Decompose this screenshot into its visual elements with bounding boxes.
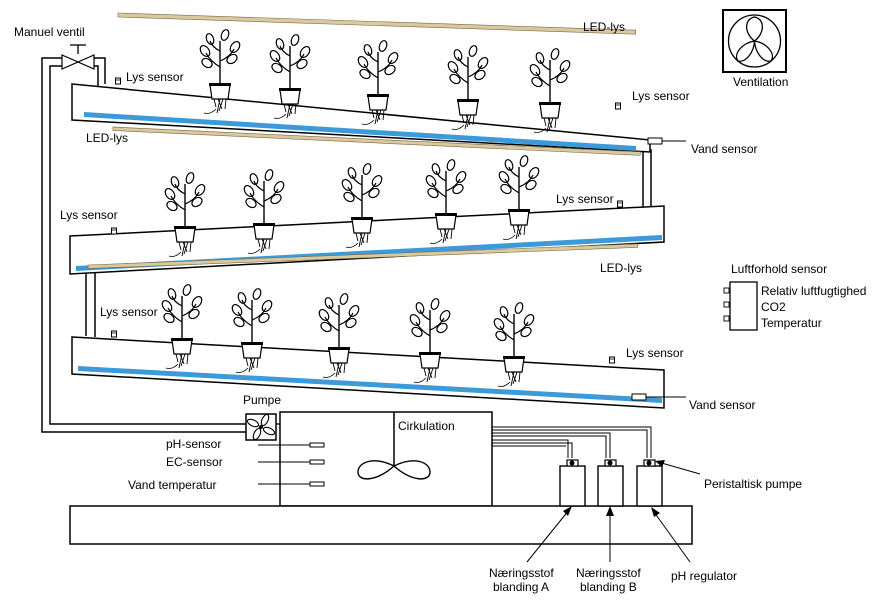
- led-light-mid-1: [112, 126, 641, 156]
- water-sensor-icon: [631, 393, 647, 401]
- light-sensor-label-3r: Lys sensor: [626, 346, 684, 360]
- light-sensor-label-3l: Lys sensor: [100, 305, 158, 319]
- led-label-top: LED-lys: [583, 20, 625, 34]
- dosing-tubes: [492, 426, 652, 458]
- light-sensor-label-1l: Lys sensor: [126, 70, 184, 84]
- light-sensor-icon: [617, 200, 623, 208]
- light-sensor-icon: [111, 227, 117, 235]
- water-sensor-label-1: Vand sensor: [691, 142, 758, 156]
- plant-icon: [527, 46, 573, 134]
- ph-regulator-bottle: [636, 459, 663, 507]
- ventilation-fan-icon: [722, 9, 787, 73]
- ph-sensor-probe: [258, 442, 325, 448]
- nutrient-bottle-b: [597, 459, 624, 507]
- ec-sensor-label: EC-sensor: [166, 455, 223, 469]
- led-label-mid-2: LED-lys: [600, 261, 642, 275]
- led-light-top: [117, 12, 637, 35]
- led-label-mid-1: LED-lys: [86, 131, 128, 145]
- water-sensor-label-3: Vand sensor: [689, 398, 756, 412]
- nutrient-bottle-a: [559, 459, 586, 507]
- light-sensor-icon: [615, 102, 621, 110]
- pump-fan-icon: [245, 413, 277, 441]
- pump-label: Pumpe: [243, 393, 281, 407]
- nutrient-b-label-line2: blanding B: [580, 580, 637, 594]
- air-co2-label: CO2: [761, 300, 786, 314]
- circulation-label: Cirkulation: [398, 419, 455, 433]
- ph-sensor-label: pH-sensor: [166, 437, 221, 451]
- nutrient-a-label-line2: blanding A: [493, 580, 549, 594]
- grow-tray-1: [71, 83, 651, 153]
- ph-regulator-label: pH regulator: [671, 569, 737, 583]
- nutrient-a-label-line1: Næringsstof: [489, 566, 554, 580]
- water-sensor-icon: [647, 137, 663, 145]
- air-temp-label: Temperatur: [761, 316, 822, 330]
- ph-regulator-arrow: [651, 507, 691, 563]
- led-light-mid-2: [87, 243, 639, 269]
- air-humidity-label: Relativ luftfugtighed: [761, 284, 866, 298]
- ec-sensor-probe: [258, 459, 325, 465]
- light-sensor-icon: [609, 356, 615, 364]
- water-temp-label: Vand temperatur: [128, 478, 217, 492]
- peristaltic-pump-label: Peristaltisk pumpe: [704, 477, 802, 491]
- nutrient-b-label-line1: Næringsstof: [576, 566, 641, 580]
- light-sensor-label-2l: Lys sensor: [60, 208, 118, 222]
- manual-valve-label: Manuel ventil: [14, 25, 85, 39]
- valve-icon: [61, 44, 95, 70]
- air-sensor-title: Luftforhold sensor: [731, 262, 827, 276]
- light-sensor-label-1r: Lys sensor: [632, 89, 690, 103]
- light-sensor-icon: [111, 330, 117, 338]
- ventilation-label: Ventilation: [733, 75, 788, 89]
- base-platform: [69, 505, 693, 545]
- air-sensor-icon: [723, 281, 758, 331]
- nutrient-b-arrow: [606, 506, 614, 562]
- nutrient-a-arrow: [526, 506, 572, 563]
- water-temp-probe: [258, 481, 325, 487]
- light-sensor-label-2r: Lys sensor: [556, 192, 614, 206]
- plant-icon: [445, 43, 491, 131]
- peristaltic-pump-arrow: [655, 460, 701, 475]
- grow-tray-3: [71, 336, 665, 409]
- light-sensor-icon: [115, 77, 121, 85]
- nutrient-reservoir: [279, 411, 493, 507]
